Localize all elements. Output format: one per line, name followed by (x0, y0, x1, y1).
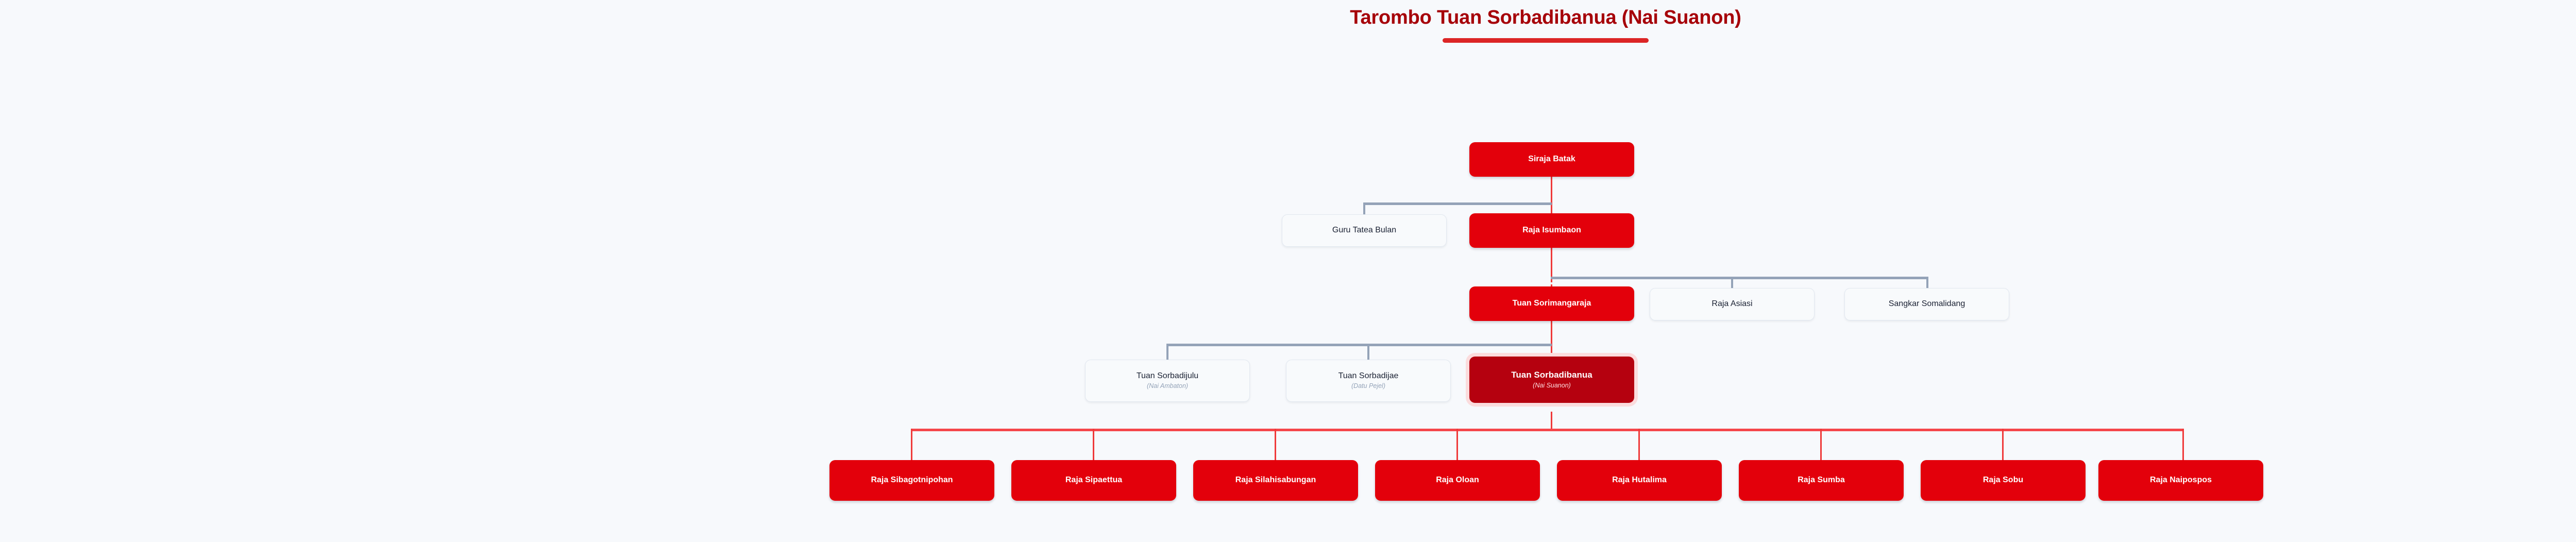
node-siraja-batak[interactable]: Siraja Batak (1469, 142, 1634, 177)
node-sangkar-somalidang[interactable]: Sangkar Somalidang (1844, 288, 2009, 320)
node-label: Raja Oloan (1436, 476, 1479, 485)
connector-l5-drop-raja-naipospos (2182, 429, 2184, 461)
node-label: Tuan Sorbadijae (1338, 371, 1399, 380)
node-tuan-sorbadijulu[interactable]: Tuan Sorbadijulu (Nai Ambaton) (1085, 360, 1250, 402)
node-raja-silahisabungan[interactable]: Raja Silahisabungan (1193, 460, 1358, 501)
node-sublabel: (Nai Suanon) (1533, 381, 1571, 389)
node-label: Raja Sumba (1798, 476, 1845, 485)
node-label: Sangkar Somalidang (1888, 299, 1965, 309)
connector-l5-drop-raja-sibagotnipohan (911, 429, 912, 461)
node-label: Raja Sobu (1982, 476, 2024, 485)
connector-l4-crossbar (1166, 344, 1552, 346)
connector-l5-drop-raja-silahisabungan (1275, 429, 1276, 461)
connector-l3-drop-raja-asiasi (1731, 277, 1733, 288)
node-raja-sumba[interactable]: Raja Sumba (1739, 460, 1904, 501)
connector-l2-drop-guru-tatea-bulan (1363, 202, 1365, 214)
node-raja-isumbaon[interactable]: Raja Isumbaon (1469, 213, 1634, 248)
node-sublabel: (Datu Pejel) (1351, 382, 1385, 390)
node-raja-sobu[interactable]: Raja Sobu (1921, 460, 2086, 501)
connector-l5-drop-raja-sipaettua (1093, 429, 1094, 461)
connector-l4-drop-tuan-sorbadijulu (1166, 344, 1168, 360)
node-label: Raja Naipospos (2149, 476, 2212, 485)
node-raja-sipaettua[interactable]: Raja Sipaettua (1011, 460, 1176, 501)
node-label: Raja Sipaettua (1065, 476, 1123, 485)
connector-l3-drop-sangkar-somalidang (1926, 277, 1928, 288)
node-label: Raja Sibagotnipohan (871, 476, 953, 485)
connector-l5-stem (1551, 412, 1552, 430)
node-raja-oloan[interactable]: Raja Oloan (1375, 460, 1540, 501)
node-label: Guru Tatea Bulan (1332, 226, 1397, 235)
connector-l5-drop-raja-oloan (1456, 429, 1458, 461)
node-tuan-sorbadibanua[interactable]: Tuan Sorbadibanua (Nai Suanon) (1469, 357, 1634, 403)
connector-l5-drop-raja-hutalima (1638, 429, 1640, 461)
connector-l1-spine (1551, 177, 1552, 210)
node-label: Raja Silahisabungan (1235, 476, 1316, 485)
node-raja-hutalima[interactable]: Raja Hutalima (1557, 460, 1722, 501)
node-raja-asiasi[interactable]: Raja Asiasi (1650, 288, 1815, 320)
node-raja-sibagotnipohan[interactable]: Raja Sibagotnipohan (829, 460, 994, 501)
connector-l2-crossbar (1363, 202, 1552, 205)
node-label: Raja Isumbaon (1522, 226, 1581, 235)
page-header: Tarombo Tuan Sorbadibanua (Nai Suanon) (0, 0, 2576, 43)
connector-l5-drop-raja-sumba (1820, 429, 1822, 461)
node-label: Siraja Batak (1528, 155, 1575, 164)
node-tuan-sorbadijae[interactable]: Tuan Sorbadijae (Datu Pejel) (1286, 360, 1451, 402)
node-label: Tuan Sorbadijulu (1136, 371, 1199, 380)
connector-l5-drop-raja-sobu (2002, 429, 2004, 461)
node-tuan-sorimangaraja[interactable]: Tuan Sorimangaraja (1469, 286, 1634, 321)
node-raja-naipospos[interactable]: Raja Naipospos (2098, 460, 2263, 501)
node-sublabel: (Nai Ambaton) (1146, 382, 1189, 390)
title-underline-bar (1443, 38, 1649, 43)
node-label: Tuan Sorimangaraja (1512, 299, 1591, 308)
connector-l4-drop-tuan-sorbadijae (1367, 344, 1369, 360)
node-label: Tuan Sorbadibanua (1511, 370, 1592, 380)
node-label: Raja Asiasi (1711, 299, 1753, 309)
page-title: Tarombo Tuan Sorbadibanua (Nai Suanon) (1350, 7, 1741, 28)
node-label: Raja Hutalima (1612, 476, 1667, 485)
node-guru-tatea-bulan[interactable]: Guru Tatea Bulan (1282, 214, 1447, 247)
connector-l5-bus (911, 429, 2183, 431)
connector-l3-crossbar (1551, 277, 1928, 279)
